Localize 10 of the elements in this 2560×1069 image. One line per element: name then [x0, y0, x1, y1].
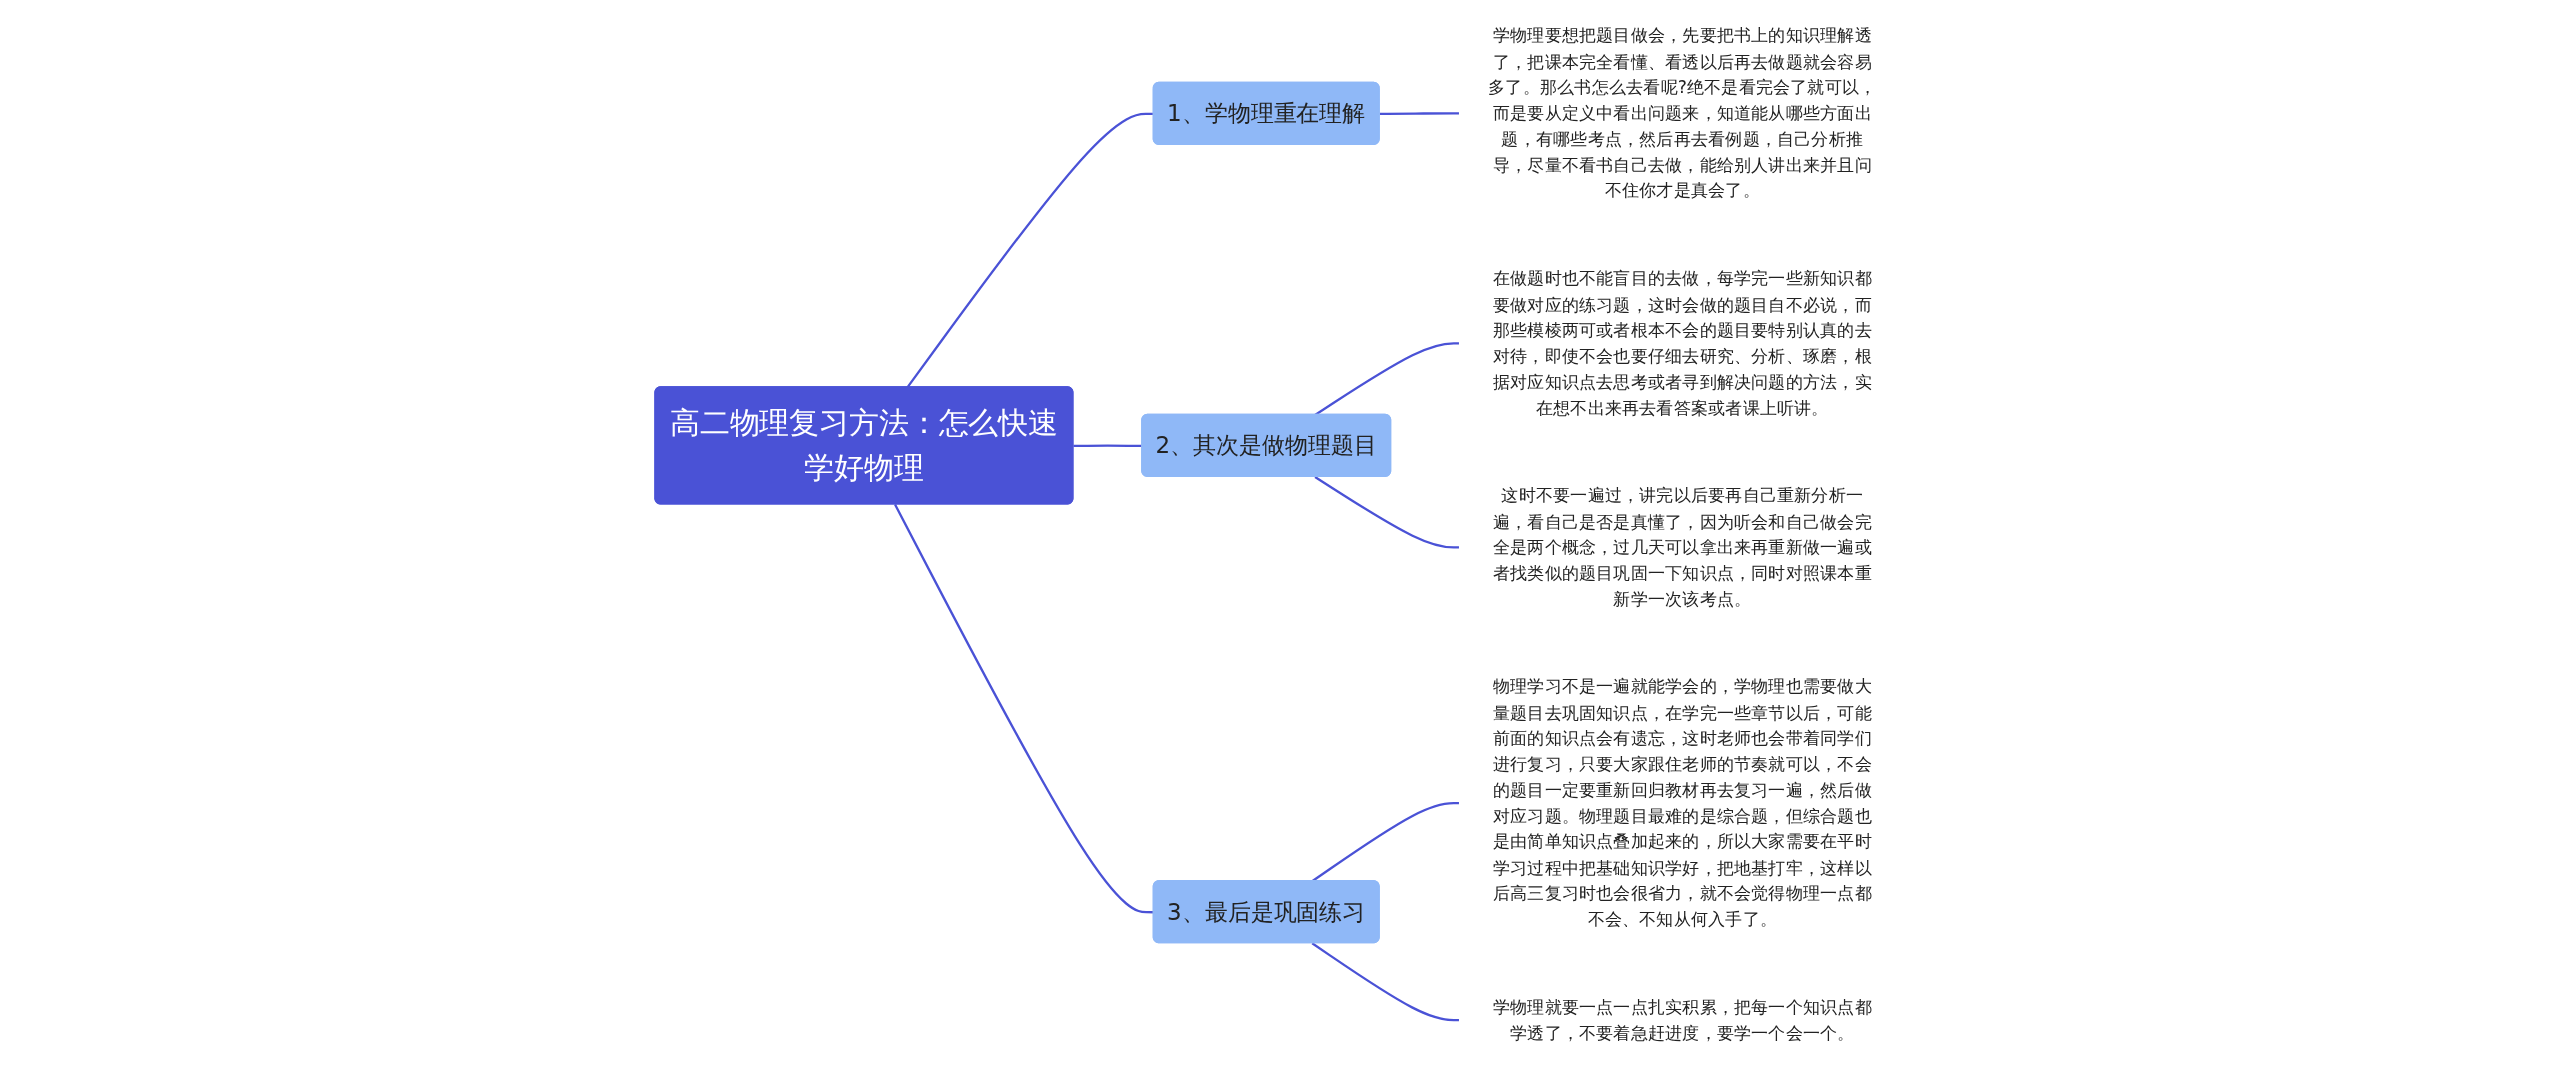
connector	[1314, 342, 1460, 416]
connector	[894, 503, 1154, 914]
node-text: 在做题时也不能盲目的去做，每学完一些新知识都要做对应的练习题，这时会做的题目自不必说，而那些模棱两可或者根本不会的题目要特别认真的去对待，即使不会也要仔细去研究、分析、琢磨，根据对应知识点去思考或者寻到解决问题的方法，实在想不出来再去看答案或者课上听讲。	[1492, 268, 1872, 418]
connector	[1314, 475, 1460, 549]
node-text: 物理学习不是一遍就能学会的，学物理也需要做大量题目去巩固知识点，在学完一些章节以后，可能前面的知识点会有遗忘，这时老师也会带着同学们进行复习，只要大家跟住老师的节奏就可以，不会的题目一定要重新回归教材再去复习一遍，然后做对应习题。物理题目最难的是综合题，但综合题也是由简单知识点叠加起来的，所以大家需要在平时学习过程中把基础知识学好，把地基打牢，这样以后高三复习时也会很省力，就不会觉得物理一点都不会、不知从何入手了。	[1492, 676, 1872, 930]
node-text: 这时不要一遍过，讲完以后要再自己重新分析一遍，看自己是否是真懂了，因为听会和自己做会完全是两个概念，过几天可以拿出来再重新做一遍或者找类似的题目巩固一下知识点，同时对照课本重新学一次该考点。	[1492, 485, 1872, 610]
node-text: 学物理要想把题目做会，先要把书上的知识理解透了，把课本完全看懂、看透以后再去做题就会容易多了。那么书怎么去看呢?绝不是看完会了就可以，而是要从定义中看出问题来，知道能从哪些方面出题，有哪些考点，然后再去看例题，自己分析推导，尽量不看书自己去做，能给别人讲出来并且问不住你才是真会了。	[1488, 25, 1877, 201]
connector	[1379, 112, 1460, 116]
node-text: 学物理就要一点一点扎实积累，把每一个知识点都学透了，不要着急赶进度，要学一个会一个。	[1492, 996, 1872, 1044]
connector	[1311, 942, 1460, 1022]
